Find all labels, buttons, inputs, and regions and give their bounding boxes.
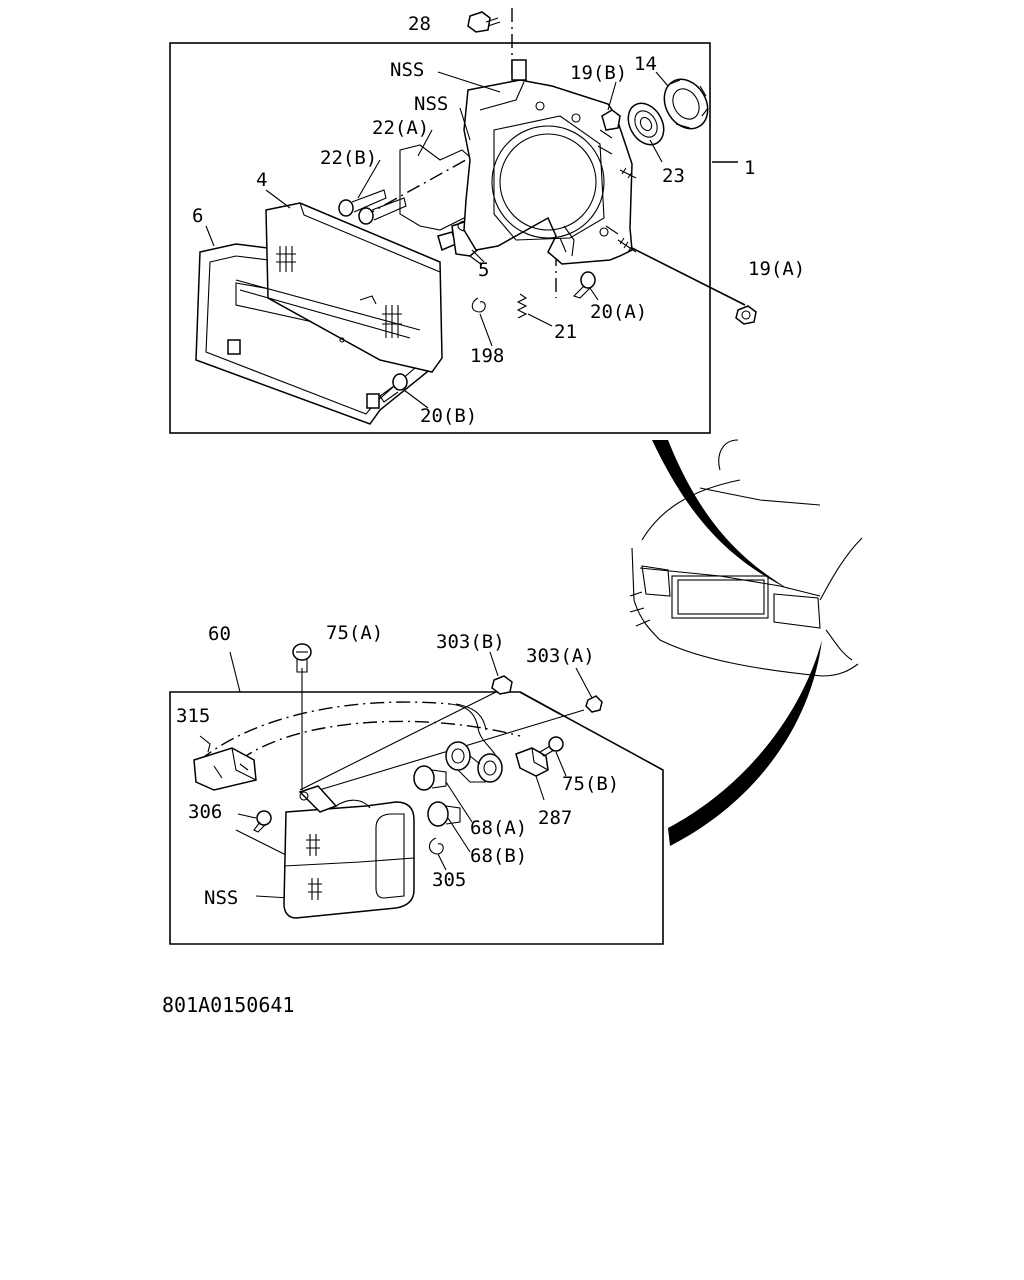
callout-19a: 19(A) bbox=[748, 258, 805, 280]
headlamp-label-leaders bbox=[205, 71, 669, 409]
callout-303a: 303(A) bbox=[526, 645, 595, 667]
callout-22a: 22(A) bbox=[372, 117, 429, 139]
callout-14: 14 bbox=[634, 53, 657, 75]
bulb-socket bbox=[445, 703, 503, 783]
callout-nss-b: NSS bbox=[414, 93, 448, 115]
nut-303b bbox=[491, 675, 513, 695]
headlamp-frame bbox=[169, 42, 711, 434]
signal-label-leaders bbox=[237, 651, 593, 871]
screw-22b bbox=[338, 189, 387, 217]
callout-21: 21 bbox=[554, 321, 577, 343]
callout-4: 4 bbox=[256, 169, 267, 191]
callout-68a: 68(A) bbox=[470, 817, 527, 839]
bolt-28 bbox=[467, 11, 501, 33]
callout-22b: 22(B) bbox=[320, 147, 377, 169]
spring-21 bbox=[516, 293, 528, 319]
screw-22a bbox=[358, 197, 407, 225]
callout-198: 198 bbox=[470, 345, 504, 367]
callout-19b: 19(B) bbox=[570, 62, 627, 84]
callout-287: 287 bbox=[538, 807, 572, 829]
nut-19a bbox=[735, 305, 757, 325]
signal-lamp-lens bbox=[283, 785, 415, 919]
bulb-68b bbox=[427, 801, 461, 827]
diagram-code: 801A0150641 bbox=[162, 993, 294, 1017]
pointer-arc-headlamp bbox=[652, 440, 790, 590]
screw-75a bbox=[292, 643, 312, 673]
clip-198 bbox=[471, 297, 486, 313]
pointer-arc-signal bbox=[668, 640, 822, 846]
callout-75b: 75(B) bbox=[562, 773, 619, 795]
housing-stud bbox=[617, 237, 637, 253]
callout-75a: 75(A) bbox=[326, 622, 383, 644]
nut-19b bbox=[601, 109, 621, 131]
callout-20b: 20(B) bbox=[420, 405, 477, 427]
callout-20a: 20(A) bbox=[590, 301, 647, 323]
callout-6: 6 bbox=[192, 205, 203, 227]
screw-306 bbox=[253, 810, 272, 833]
callout-60: 60 bbox=[208, 623, 231, 645]
screw-20b bbox=[379, 373, 408, 403]
vehicle-front-view bbox=[629, 439, 863, 846]
nut-303a bbox=[585, 695, 603, 713]
headlamp-unit bbox=[235, 202, 443, 373]
adjuster-gear bbox=[627, 102, 665, 146]
callout-28: 28 bbox=[408, 13, 431, 35]
headlamp-assembly: 28 NSS NSS 19(B) 14 22(A) 22(B) 4 6 23 1… bbox=[169, 8, 805, 434]
callout-68b: 68(B) bbox=[470, 845, 527, 867]
housing-stud-top bbox=[619, 167, 637, 179]
callout-303b: 303(B) bbox=[436, 631, 505, 653]
callout-305: 305 bbox=[432, 869, 466, 891]
screw-75b bbox=[539, 736, 564, 757]
callout-315: 315 bbox=[176, 705, 210, 727]
signal-lamp-assembly: 60 75(A) 303(B) 303(A) 315 75(B) 306 287… bbox=[169, 622, 664, 945]
headlamp-housing bbox=[463, 59, 633, 265]
callout-23: 23 bbox=[662, 165, 685, 187]
connector-315 bbox=[193, 735, 257, 791]
clip-305 bbox=[428, 837, 444, 855]
callout-1: 1 bbox=[744, 157, 755, 179]
screw-20a bbox=[572, 271, 596, 299]
callout-5: 5 bbox=[478, 259, 489, 281]
callout-nss-signal: NSS bbox=[204, 887, 238, 909]
bulb-68a bbox=[413, 765, 447, 791]
bracket-287 bbox=[515, 747, 549, 777]
callout-nss-a: NSS bbox=[390, 59, 424, 81]
adjuster-knob bbox=[663, 78, 709, 130]
callout-306: 306 bbox=[188, 801, 222, 823]
signal-frame bbox=[169, 691, 664, 945]
